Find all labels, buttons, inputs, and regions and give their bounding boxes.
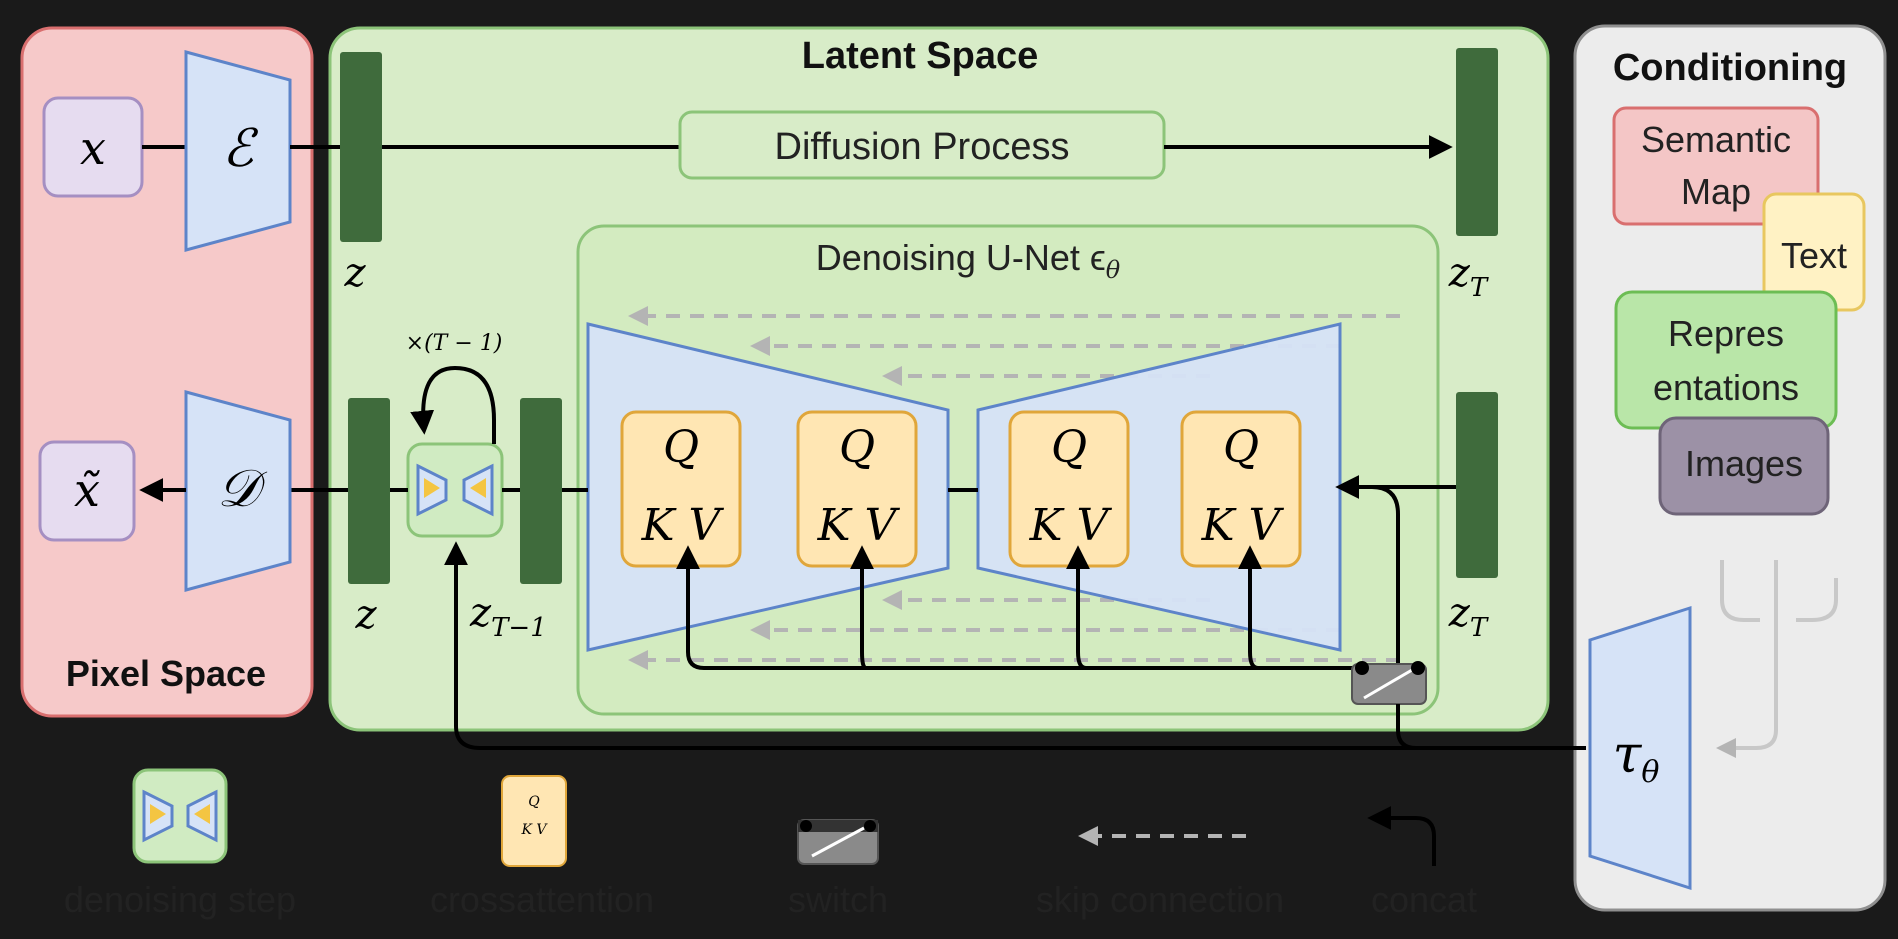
- qkv-3-q: Q: [1051, 422, 1087, 473]
- latent-zT-1-label: zT−1: [469, 590, 547, 643]
- qkv-3-kv: K V: [1029, 500, 1113, 551]
- tau-label: τθ: [1613, 725, 1660, 790]
- qkv-block-2: Q K V: [796, 410, 918, 568]
- switch: [1351, 661, 1427, 705]
- text-box-label: Text: [1781, 235, 1847, 276]
- input-x-box: x: [42, 96, 144, 198]
- loop-arrow: [410, 365, 496, 444]
- qkv-4-q: Q: [1223, 422, 1259, 473]
- latent-zT-bottom-label: zT: [1448, 590, 1489, 643]
- latent-z-bottom-bar: [348, 398, 390, 584]
- latent-zT-top-sub: T: [1470, 273, 1489, 303]
- latent-zT-1-z: z: [469, 590, 492, 636]
- representations-line2: entations: [1653, 367, 1799, 408]
- tau-sub: θ: [1641, 755, 1659, 790]
- latent-zT-bottom-sub: T: [1470, 613, 1489, 643]
- conditioning-tree: [1716, 560, 1838, 758]
- qkv-block-1: Q K V: [620, 410, 742, 568]
- legend-switch-label: switch: [788, 879, 888, 920]
- qkv-1-q: Q: [663, 422, 699, 473]
- legend-crossattention-label: crossattention: [430, 879, 654, 920]
- tau-encoder-trapezoid: τθ: [1588, 605, 1692, 891]
- legend-crossattention-icon: Q K V: [501, 775, 567, 867]
- legend: denoising step Q K V crossattention swit…: [64, 768, 1477, 920]
- encoder-trapezoid: ℰ: [184, 50, 292, 252]
- conditioning-feed: [444, 541, 1586, 750]
- semantic-map-line1: Semantic: [1641, 119, 1791, 160]
- input-x-label: x: [80, 121, 106, 175]
- legend-denoising-step-icon: [132, 768, 228, 864]
- legend-denoising-step-label: denoising step: [64, 879, 296, 920]
- legend-concat-label: concat: [1371, 879, 1477, 920]
- representations-line1: Repres: [1668, 313, 1784, 354]
- qkv-block-3: Q K V: [1008, 410, 1130, 568]
- unet-title-text: Denoising U-Net ϵ: [816, 237, 1106, 278]
- latent-zT-1-bar: [520, 398, 562, 584]
- conditioning-title: Conditioning: [1613, 47, 1847, 89]
- latent-zT-bottom-z: z: [1448, 590, 1471, 636]
- latent-space-title: Latent Space: [802, 35, 1039, 77]
- pixel-space-title: Pixel Space: [66, 653, 266, 694]
- unet-title: Denoising U-Net ϵθ: [816, 237, 1121, 284]
- legend-kv: K V: [520, 822, 548, 838]
- crossattention-bus: [676, 545, 1362, 670]
- loop-count-label: ×(T − 1): [406, 331, 503, 356]
- encoder-label: ℰ: [222, 119, 258, 179]
- semantic-map-line2: Map: [1681, 171, 1751, 212]
- diffusion-process-box: Diffusion Process: [678, 110, 1166, 180]
- concat-path: [1371, 485, 1400, 686]
- images-box: Images: [1658, 416, 1830, 516]
- output-x-tilde-label: x̃: [74, 463, 100, 517]
- output-x-tilde-box: x̃: [38, 440, 136, 542]
- denoising-step-box: [406, 442, 504, 538]
- qkv-block-4: Q K V: [1180, 410, 1302, 568]
- latent-zT-top-z: z: [1448, 250, 1471, 296]
- tau-symbol: τ: [1613, 725, 1643, 785]
- unet-title-sub: θ: [1106, 256, 1121, 284]
- representations-box: Repres entations: [1614, 290, 1838, 430]
- latent-zT-top-label: zT: [1448, 250, 1489, 303]
- latent-zT-1-sub: T−1: [491, 613, 547, 643]
- text-box: Text: [1762, 192, 1866, 312]
- legend-concat-icon: [1367, 806, 1436, 866]
- latent-z-bottom-label: z: [354, 592, 377, 638]
- legend-skip-connection-label: skip connection: [1036, 879, 1284, 920]
- legend-q: Q: [528, 794, 540, 810]
- qkv-1-kv: K V: [641, 500, 725, 551]
- diffusion-process-label: Diffusion Process: [775, 126, 1070, 168]
- images-label: Images: [1685, 443, 1803, 484]
- semantic-map-box: Semantic Map: [1612, 106, 1820, 226]
- legend-switch-icon: [797, 819, 879, 865]
- qkv-4-kv: K V: [1201, 500, 1285, 551]
- latent-zT-top-bar: [1456, 48, 1498, 236]
- qkv-2-kv: K V: [817, 500, 901, 551]
- decoder-trapezoid: 𝒟: [184, 390, 292, 592]
- qkv-2-q: Q: [839, 422, 875, 473]
- latent-zT-bottom-bar: [1456, 392, 1498, 578]
- latent-z-top-bar: [340, 52, 382, 242]
- latent-z-top-label: z: [343, 250, 366, 296]
